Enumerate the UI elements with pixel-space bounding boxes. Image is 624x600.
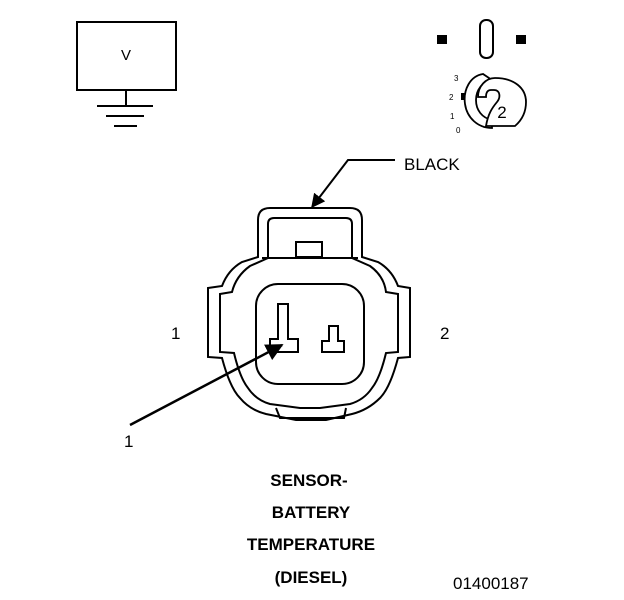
- figure-caption: SENSOR- BATTERY TEMPERATURE (DIESEL): [247, 471, 375, 587]
- connector-bottom-key: [275, 407, 347, 419]
- caption-line-3: TEMPERATURE: [247, 535, 375, 554]
- voltmeter: V: [76, 21, 177, 127]
- connector-inner-shell: [219, 217, 399, 409]
- probe-callout-label: 1: [124, 432, 133, 451]
- selector-slot: [479, 19, 494, 59]
- voltmeter-display-label: V: [121, 47, 131, 64]
- selector-knob: [463, 73, 527, 129]
- figure-id: 01400187: [453, 574, 529, 593]
- connector-color-label: BLACK: [404, 155, 460, 174]
- connector-lock-tab: [295, 241, 323, 258]
- selector-position-1: 1: [450, 112, 455, 121]
- caption-line-1: SENSOR-: [270, 471, 347, 490]
- terminal-pin-2: [321, 325, 345, 353]
- ground-symbol-icon: [97, 90, 153, 127]
- pin-right-label: 2: [440, 324, 449, 343]
- terminal-pin-1: [269, 303, 299, 353]
- caption-line-2: BATTERY: [272, 503, 351, 522]
- selector-right-contact: [516, 35, 526, 44]
- probe-callout-arrow: [129, 343, 284, 427]
- terminals: [269, 303, 345, 353]
- caption-line-4: (DIESEL): [275, 568, 348, 587]
- connector-color-callout: BLACK: [311, 155, 460, 209]
- connector-body: [207, 207, 411, 421]
- selector-position-3: 3: [454, 74, 459, 83]
- pin-left-label: 1: [171, 324, 180, 343]
- voltmeter-box: [76, 21, 177, 91]
- connector-outer-shell: [207, 207, 411, 421]
- ohmmeter-range-selector-icon: 3 2 1 0 2: [437, 19, 527, 135]
- selector-left-contact: [437, 35, 447, 44]
- connector-cavity: [255, 283, 365, 385]
- selector-position-0: 0: [456, 126, 461, 135]
- selector-selected-label: 2: [497, 103, 506, 122]
- connector-color-leader: [311, 159, 395, 209]
- probe-callout: 1: [124, 343, 284, 451]
- selector-position-2: 2: [449, 93, 454, 102]
